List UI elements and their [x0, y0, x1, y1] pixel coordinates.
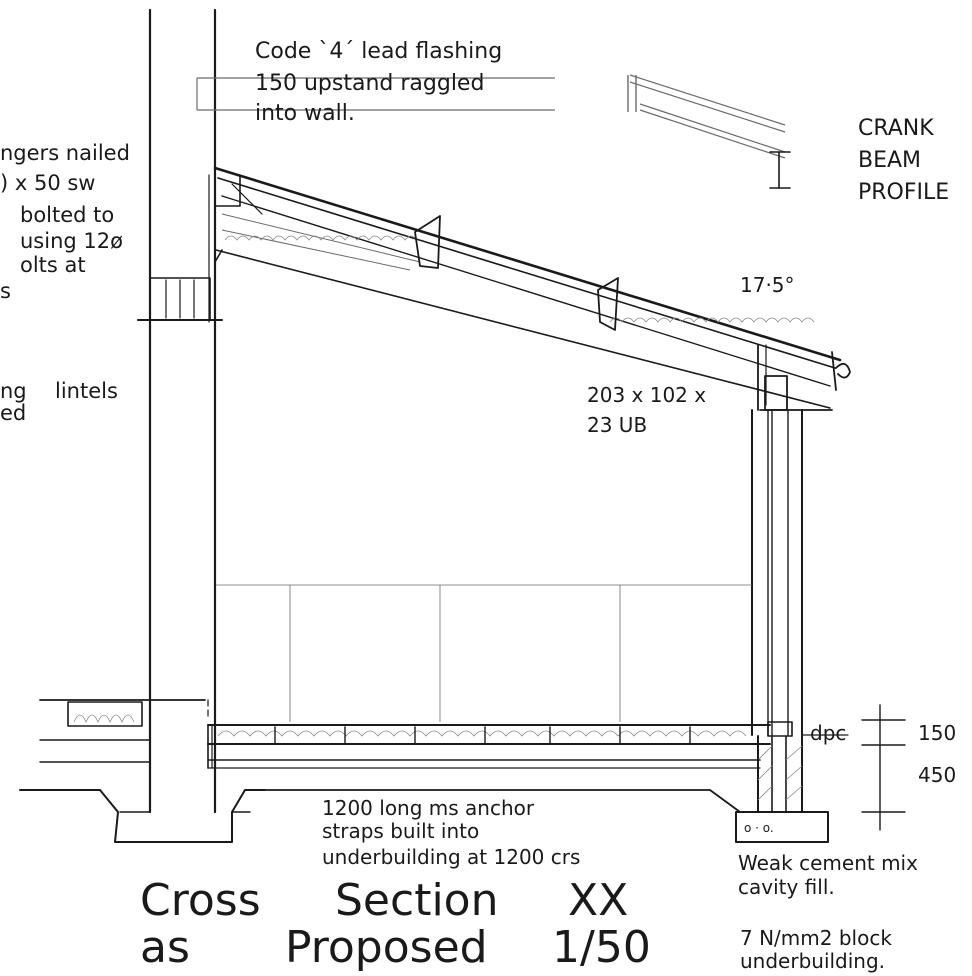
beam-size-line2: 23 UB	[587, 413, 647, 437]
title-as: as	[140, 922, 190, 973]
title-proposed: Proposed	[285, 922, 488, 973]
left-note-line5: olts at	[20, 253, 86, 277]
dimension-lines	[802, 704, 906, 831]
crank-beam-label-3: PROFILE	[858, 180, 949, 205]
flashing-note-line1: Code `4´ lead flashing	[255, 39, 502, 64]
title-section: Section	[335, 875, 498, 926]
block-note-line1: 7 N/mm2 block	[740, 926, 892, 950]
existing-wall	[137, 8, 223, 814]
beam-size-line1: 203 x 102 x	[587, 383, 706, 407]
cavity-note-line1: Weak cement mix	[738, 851, 918, 875]
crank-beam-profile-sketch	[196, 74, 791, 189]
drawing-title: Cross Section XX as Proposed 1/50	[140, 875, 651, 973]
roof-assembly	[213, 166, 851, 411]
anchor-note-line3: underbuilding at 1200 crs	[322, 845, 580, 869]
title-xx: XX	[568, 875, 628, 926]
title-scale: 1/50	[552, 922, 651, 973]
svg-text:o · o.: o · o.	[744, 821, 774, 835]
annotations: Code `4´ lead flashing 150 upstand raggl…	[0, 39, 956, 973]
floor-slab	[207, 584, 771, 769]
left-note-line3: bolted to	[20, 203, 114, 227]
foundations	[19, 699, 741, 843]
title-cross: Cross	[140, 875, 261, 926]
block-note-line2: underbuilding.	[740, 949, 885, 973]
roof-pitch-angle: 17·5°	[740, 273, 795, 297]
dimension-150: 150	[918, 721, 956, 745]
left-note-line6: s	[0, 279, 11, 303]
lintels-note-2: ed	[0, 401, 26, 425]
dpc-label: dpc	[810, 721, 846, 745]
flashing-note-line3: into wall.	[255, 101, 355, 126]
left-note-line2: ) x 50 sw	[0, 171, 95, 195]
dimension-450: 450	[918, 763, 956, 787]
anchor-note-line1: 1200 long ms anchor	[322, 796, 535, 820]
new-external-wall: o · o.	[735, 409, 829, 843]
lintels-note-1: ng	[0, 379, 27, 403]
crank-beam-label-2: BEAM	[858, 148, 921, 173]
flashing-note-line2: 150 upstand raggled	[255, 71, 484, 96]
cavity-note-line2: cavity fill.	[738, 875, 835, 899]
anchor-note-line2: straps built into	[322, 819, 479, 843]
crank-beam-label-1: CRANK	[858, 116, 934, 141]
lintels-note-3: lintels	[55, 379, 118, 403]
left-note-line4: using 12ø	[20, 229, 123, 253]
left-note-line1: ngers nailed	[0, 141, 130, 165]
